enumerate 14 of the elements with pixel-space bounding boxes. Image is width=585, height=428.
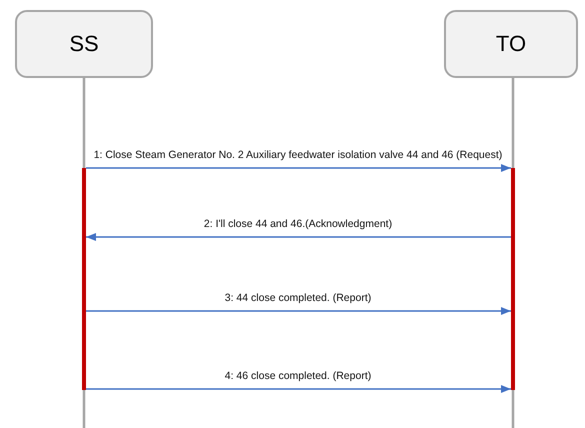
participant-box <box>15 10 153 78</box>
participant-box <box>444 10 578 78</box>
activation-bar <box>511 168 515 390</box>
message-label: 1: Close Steam Generator No. 2 Auxiliary feedwater isolation valve 44 and 46 (Request) <box>92 148 504 163</box>
message-arrow <box>86 307 511 315</box>
message-arrow <box>86 385 511 393</box>
message-label: 4: 46 close completed. (Report) <box>224 369 372 384</box>
participant-label: TO <box>496 31 526 57</box>
message-label: 2: I'll close 44 and 46.(Acknowledgment) <box>202 217 394 232</box>
message-arrow <box>86 233 511 241</box>
message-arrow <box>86 164 511 172</box>
participant-label: SS <box>69 31 99 57</box>
activation-bar <box>82 168 86 390</box>
message-label: 3: 44 close completed. (Report) <box>224 291 372 306</box>
